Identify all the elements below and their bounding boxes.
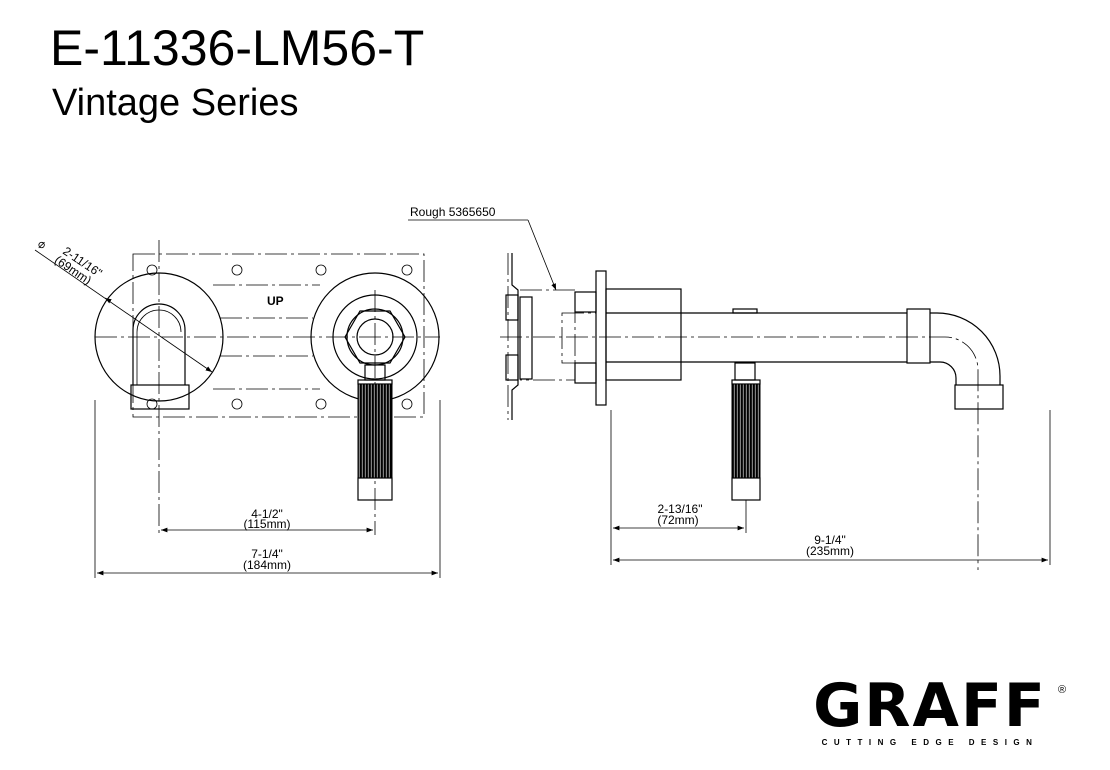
dim-center-in: 4-1/2"	[251, 507, 283, 521]
registered-mark: ®	[1058, 684, 1067, 696]
product-code-title: E-11336-LM56-T	[50, 20, 425, 76]
diameter-symbol: ⌀	[38, 237, 45, 251]
wall-flange	[595, 270, 607, 406]
dim-overall-mm: (184mm)	[243, 558, 291, 572]
rough-valve-label: Rough 5365650	[410, 205, 496, 219]
knurled-handle-side	[731, 383, 761, 479]
side-view: Rough 5365650 2-13/16" (72mm) 9-1/4" (23…	[408, 205, 1051, 570]
dim-overall-in: 7-1/4"	[251, 547, 283, 561]
dim-handle-in: 2-13/16"	[658, 502, 703, 516]
dim-center-mm: (115mm)	[243, 517, 290, 531]
logo-brand: GRAFF	[813, 671, 1047, 741]
series-subtitle: Vintage Series	[52, 82, 299, 124]
dim-spout-in: 9-1/4"	[814, 533, 846, 547]
front-view: ⌀ 2-11/16" (69mm) UP 4-1/2" (115mm) 7-1/…	[34, 237, 441, 578]
logo-tagline: CUTTING EDGE DESIGN	[821, 738, 1039, 747]
dim-spout-mm: (235mm)	[806, 544, 854, 558]
spout-outlet	[130, 384, 190, 410]
dim-handle-mm: (72mm)	[657, 513, 698, 527]
graff-logo: GRAFF CUTTING EDGE DESIGN	[800, 676, 1060, 747]
spout-outlet-side	[954, 384, 1004, 410]
spout-collar	[906, 308, 931, 364]
up-label: UP	[267, 294, 284, 308]
valve-body	[605, 288, 682, 381]
